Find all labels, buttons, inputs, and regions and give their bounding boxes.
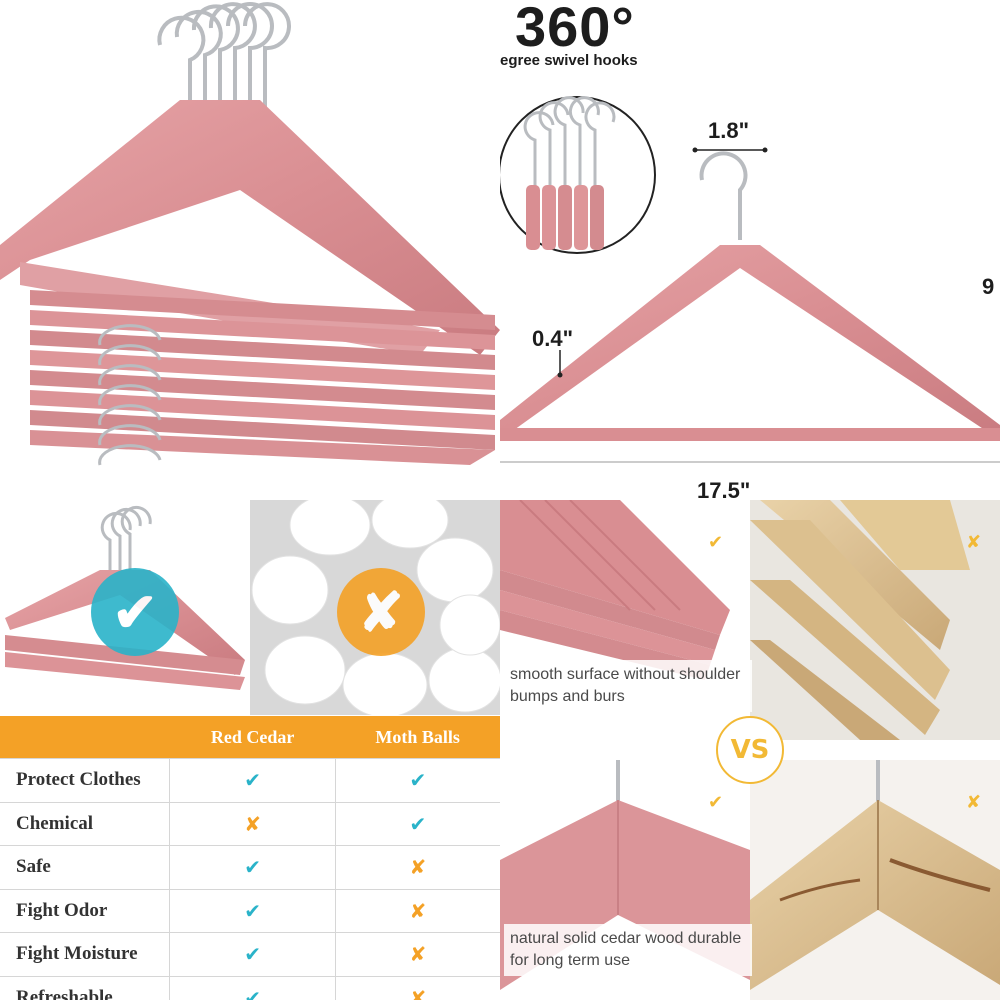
table-corner <box>0 716 170 759</box>
row-label: Fight Odor <box>0 888 171 933</box>
row-label: Refreshable <box>0 975 171 1000</box>
column-header-red-cedar: Red Cedar <box>169 716 336 759</box>
vs-badge: VS <box>716 716 784 784</box>
swivel-caption: egree swivel hooks <box>500 52 638 69</box>
cedar-surface-image <box>500 500 750 740</box>
bad-x-icon: ✘ <box>966 532 982 553</box>
cedar-cell: ✔ <box>169 975 336 1000</box>
good-check-icon: ✔ <box>708 532 724 553</box>
table-row: Refreshable ✔ ✘ <box>0 975 500 1000</box>
mothballs-x-badge: ✘ <box>337 568 425 656</box>
plain-wood-image <box>750 500 1000 740</box>
length-label: 17.5" <box>697 478 751 503</box>
table-row: Safe ✔ ✘ <box>0 845 500 889</box>
mothballs-cell: ✘ <box>335 975 500 1000</box>
comparison-table: Red Cedar Moth Balls Protect Clothes ✔ ✔… <box>0 716 500 1000</box>
table-row: Protect Clothes ✔ ✔ <box>0 758 500 802</box>
hook-cluster <box>157 2 291 110</box>
cedar-cell: ✔ <box>169 845 336 889</box>
row-label: Safe <box>0 845 171 889</box>
bad-x-icon: ✘ <box>966 792 982 813</box>
thickness-label: 0.4" <box>532 326 574 351</box>
table-row: Fight Odor ✔ ✘ <box>0 888 500 933</box>
red-cedar-image: ✔ <box>0 500 250 715</box>
cedar-cell: ✔ <box>169 758 336 802</box>
hook-width-label: 1.8" <box>708 118 750 143</box>
cedar-cell: ✘ <box>169 801 336 846</box>
moth-balls-image: ✘ <box>250 500 500 715</box>
cedar-check-badge: ✔ <box>91 568 179 656</box>
mothballs-cell: ✔ <box>335 801 500 846</box>
mothballs-cell: ✘ <box>335 932 500 976</box>
mothballs-cell: ✘ <box>335 888 500 933</box>
dimensions-panel <box>500 0 1000 500</box>
cedar-cell: ✔ <box>169 932 336 976</box>
table-row: Chemical ✘ ✔ <box>0 801 500 846</box>
hanger-stack-illustration <box>0 2 500 466</box>
dimensions-illustration <box>500 96 1000 463</box>
swivel-degrees: 360° <box>515 0 635 58</box>
mothballs-cell: ✘ <box>335 845 500 889</box>
table-row: Fight Moisture ✔ ✘ <box>0 932 500 976</box>
column-header-moth-balls: Moth Balls <box>335 716 500 759</box>
row-label: Fight Moisture <box>0 932 171 976</box>
wood-caption: natural solid cedar wood durable for lon… <box>504 924 752 976</box>
height-label: 9 <box>982 274 995 299</box>
good-check-icon: ✔ <box>708 792 724 813</box>
hanger-stack-image <box>0 0 500 490</box>
row-label: Protect Clothes <box>0 758 171 802</box>
cedar-cell: ✔ <box>169 888 336 933</box>
row-label: Chemical <box>0 801 171 846</box>
surface-caption: smooth surface without shoulder bumps an… <box>504 660 752 712</box>
plain-wood-shoulder-image <box>750 760 1000 1000</box>
mothballs-cell: ✔ <box>335 758 500 802</box>
